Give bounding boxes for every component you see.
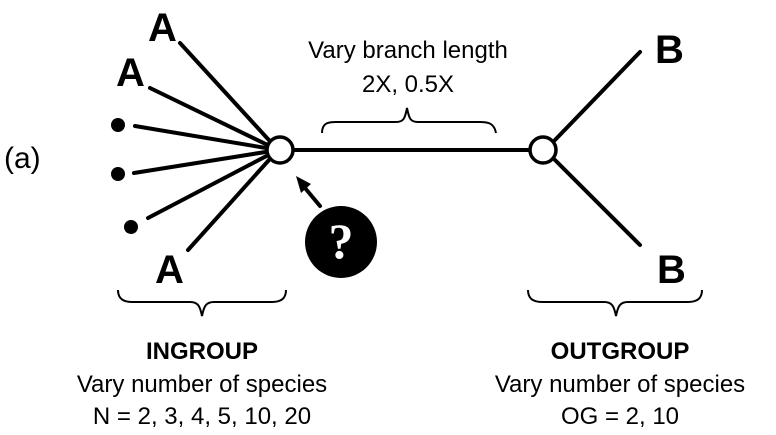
branch-caption-line2: 2X, 0.5X [362,71,454,98]
question-circle [305,206,377,278]
ingroup-branch [132,148,280,175]
ingroup-title: INGROUP [146,338,258,365]
ingroup-branches [132,41,280,252]
question-marker: ? [305,206,377,278]
branch-caption-line1: Vary branch length [308,37,508,64]
ingroup-caption-line1: Vary number of species [77,371,327,398]
ellipsis-dot [111,167,125,181]
ingroup-branch [133,124,280,152]
outgroup-node [528,135,558,165]
outgroup-brace [527,289,703,317]
ingroup-ellipsis-dots [111,118,138,234]
ingroup-caption-line2: N = 2, 3, 4, 5, 10, 20 [93,403,311,430]
ingroup-taxon-label: A [116,51,145,95]
ellipsis-dot [111,118,125,132]
outgroup-taxon-label: B [655,28,684,72]
ingroup-taxon-label: A [148,6,177,50]
ingroup-branch [146,148,280,220]
branch-length-brace [321,107,497,134]
outgroup-branches [553,50,642,247]
ingroup-taxon-label: A [155,248,184,292]
ingroup-branch [148,86,280,152]
outgroup-caption-line1: Vary number of species [495,371,745,398]
root-arrow [296,176,322,208]
ingroup-branch [186,148,280,252]
outgroup-caption-line2: OG = 2, 10 [561,403,679,430]
arrow-head [296,176,311,193]
question-mark: ? [329,213,354,269]
ingroup-node [265,135,295,165]
outgroup-branch [553,50,642,142]
outgroup-taxon-label: B [657,248,686,292]
ingroup-brace [117,289,287,317]
outgroup-title: OUTGROUP [551,338,690,365]
ingroup-branch [178,41,280,152]
ellipsis-dot [124,220,138,234]
panel-label: (a) [4,142,41,175]
outgroup-branch [553,158,642,247]
